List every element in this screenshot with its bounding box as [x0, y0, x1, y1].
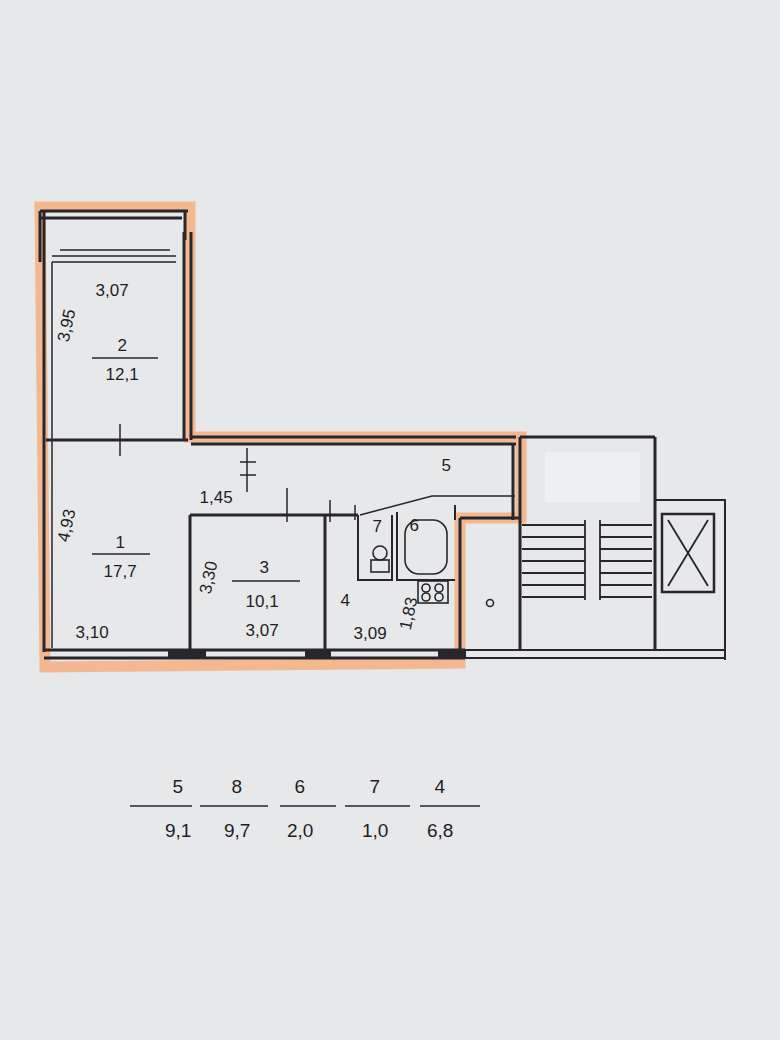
wall	[324, 515, 327, 650]
toilet-symbol	[373, 546, 387, 560]
stair-flight	[600, 520, 652, 600]
dimension-text: 17,7	[104, 563, 137, 580]
balcony	[40, 211, 188, 262]
window-block	[438, 649, 466, 659]
dimension-text: 1,83	[396, 595, 420, 631]
area-table-cell: 6	[295, 777, 306, 796]
wall	[184, 232, 191, 440]
redaction	[545, 452, 640, 502]
dimension-text: 3,95	[54, 307, 78, 343]
wall	[460, 518, 520, 650]
area-table-cell: 4	[435, 777, 446, 796]
fraction-line	[232, 580, 300, 582]
dimension-text: 4,93	[54, 507, 78, 543]
burner	[435, 584, 443, 592]
fraction-line	[130, 805, 480, 807]
room: 43,09 1,83	[327, 517, 458, 648]
dimension-text: 3,09	[354, 625, 387, 642]
burner	[435, 593, 443, 601]
wall	[190, 514, 358, 517]
area-table-cell: 5	[173, 777, 184, 796]
wall	[43, 210, 46, 652]
room: 1,45 5	[192, 446, 512, 514]
dimension-text: 12,1	[106, 366, 139, 383]
area-table-cell: 7	[370, 777, 381, 796]
walls	[40, 210, 725, 660]
wall	[191, 437, 516, 444]
window-block	[305, 649, 331, 659]
room-number: 3	[260, 559, 269, 576]
elevator-shaft	[662, 514, 714, 592]
room: 3,30 3 10,1 3,07	[192, 517, 323, 648]
window-blocks	[168, 649, 466, 659]
area-table-cell: 6,8	[427, 821, 453, 840]
door-mark	[240, 448, 256, 492]
area-table-cell: 2,0	[287, 821, 313, 840]
elevator-cross	[668, 520, 708, 586]
window-wall	[44, 650, 465, 658]
wall	[655, 500, 725, 660]
stove-symbol	[418, 581, 448, 603]
room-number: 6	[410, 517, 419, 534]
area-table-cell: 9,1	[165, 821, 191, 840]
fraction-line	[92, 553, 150, 555]
dimension-text: 1,45	[200, 489, 233, 506]
room: 7	[360, 517, 391, 578]
room: 6	[398, 513, 454, 579]
fraction-line	[92, 357, 158, 359]
dimension-text: 3,10	[76, 624, 109, 641]
wall	[358, 505, 455, 580]
highlight-band	[40, 207, 521, 667]
wall	[520, 437, 655, 650]
stair-flight	[522, 520, 585, 600]
window	[52, 250, 176, 262]
dimension-text: 3,07	[96, 282, 129, 299]
room-number: 4	[341, 592, 350, 609]
room-number: 7	[373, 518, 382, 535]
dimension-text: 3,07	[246, 622, 279, 639]
stairs	[522, 514, 714, 600]
room: 4,93 1 17,7 3,10	[53, 444, 189, 648]
area-table-cell: 9,7	[224, 821, 250, 840]
room-number: 2	[118, 337, 127, 354]
door-mark	[119, 424, 121, 456]
room-number: 1	[116, 534, 125, 551]
area-table-cell: 1,0	[362, 821, 388, 840]
room: 3,07 3,95 2 12,1	[52, 262, 183, 438]
toilet-tank	[371, 560, 389, 572]
wall	[51, 262, 53, 648]
wall	[189, 515, 192, 650]
burner	[422, 593, 430, 601]
partition	[360, 496, 515, 515]
area-table-cell: 8	[232, 777, 243, 796]
dimension-text: 3,30	[196, 559, 220, 595]
wall	[46, 439, 188, 442]
burner	[422, 584, 430, 592]
fixtures	[371, 520, 494, 607]
wall	[513, 437, 520, 520]
window-block	[168, 649, 206, 659]
apartment-outline	[40, 207, 521, 667]
door-mark	[287, 488, 355, 522]
window-wall	[465, 650, 725, 658]
fraction-lines	[92, 358, 480, 806]
room-number: 5	[442, 457, 451, 474]
dimension-text: 10,1	[246, 593, 279, 610]
riser	[487, 600, 494, 607]
